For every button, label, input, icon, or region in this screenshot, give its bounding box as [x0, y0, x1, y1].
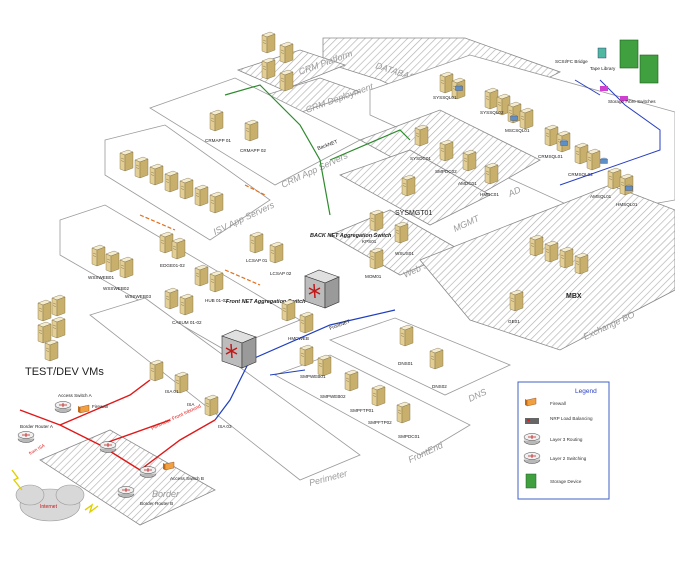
access-switch-a-label: Access Switch A: [58, 393, 93, 398]
border-router-b-icon: [117, 486, 135, 498]
isa1-label: ISA 01: [165, 389, 179, 394]
legend-storage-icon: [525, 473, 537, 489]
frontnet-link-label: FrontNET: [329, 319, 351, 332]
storage-links: [559, 79, 661, 186]
front-net-label: Front NET Aggregation Switch: [226, 299, 306, 305]
zone-border: Border: [39, 429, 216, 526]
border-devices: Border Router A Access Switch A Border R…: [17, 393, 204, 506]
access-switch-b-label: Access Switch B: [170, 476, 204, 481]
zone-left-platform: [59, 204, 301, 351]
firewall-a-icon: [77, 404, 90, 414]
internet-cloud: Internet: [11, 469, 99, 522]
hmsql-label: HMSQL01: [616, 202, 638, 207]
firewall-a-label: Firewall: [92, 404, 108, 409]
sysmgt-label: SYSMGT01: [395, 210, 432, 217]
access-switch-b2-icon: [139, 466, 157, 478]
sysdc-label: SYSDC01: [410, 156, 431, 161]
test-dev-label: TEST/DEV VMs: [25, 366, 104, 378]
from-isa-label: from ISA: [28, 443, 46, 456]
zone-label-mgmt: MGMT: [452, 212, 483, 233]
casum-label: CASUM 01-02: [172, 320, 202, 325]
legend-item-nlb: NRP Load Balancing: [550, 416, 593, 421]
storage-group: SCSI/FC Bridge Tape Library Storage Fibr…: [555, 39, 659, 104]
legend-switch-icon: [523, 452, 541, 464]
tape-library-label: Tape Library: [590, 66, 616, 71]
zone-label-border: Border: [152, 489, 180, 499]
legend-item-storage: Storage Device: [550, 479, 582, 484]
mgmt-links: [139, 184, 266, 286]
back-net-switch: BACK NET Aggregation Switch: [304, 233, 392, 309]
zone-label-dns: DNS: [467, 387, 488, 404]
crmapp02-label: CRMAPP 02: [240, 148, 266, 153]
zone-label-ad: AD: [506, 184, 523, 199]
smpdc2-label: SMPDC02: [435, 169, 457, 174]
smpweb2-label: SMPWEB02: [320, 394, 346, 399]
ams-label: AMSQL01: [590, 194, 612, 199]
border-router-b-label: Border Router B: [140, 501, 173, 506]
smpweb1-label: SMPWEB01: [300, 374, 326, 379]
sql2-label: SYSSQL02: [480, 110, 504, 115]
crmsql1-label: CRMSQL01: [538, 154, 563, 159]
internet-label: Internet: [40, 504, 58, 510]
scsi-bridge-label: SCSI/FC Bridge: [555, 59, 588, 64]
legend-box: Legend Firewall NRP Load Balancing Layer…: [517, 381, 610, 500]
hmcweb-label: HMCWEB: [288, 336, 309, 341]
lcsap1-label: LCSAP 01: [246, 258, 268, 263]
access-switch-a-icon: [54, 401, 72, 413]
legend-item-firewall: Firewall: [550, 401, 566, 406]
sql1-label: SYSSQL01: [433, 95, 457, 100]
ge-label: GE01: [508, 319, 520, 324]
back-net-label: BACK NET Aggregation Switch: [310, 233, 392, 239]
server-groups: CRMAPP 01 CRMAPP 02 WSSWEB01 WSSWEB02 WS…: [88, 31, 638, 439]
legend-item-l2: Layer 2 Switching: [550, 456, 587, 461]
isa3-label: ISA 03: [218, 424, 232, 429]
kps-label: KPS01: [362, 239, 377, 244]
dns1-label: DNS01: [398, 361, 413, 366]
wsus-label: WSUS01: [395, 251, 414, 256]
border-router-a-icon: [17, 431, 35, 443]
edge-label: EDGE01-02: [160, 263, 185, 268]
smpdc-label: SMPDC01: [398, 434, 420, 439]
hub-label: HUB 01-02: [205, 298, 228, 303]
wssweb02-label: WSSWEB02: [103, 286, 129, 291]
isa2-label: ISA: [187, 402, 195, 407]
border-router-a-label: Border Router A: [20, 424, 54, 429]
crmapp01-label: CRMAPP 01: [205, 138, 231, 143]
wssweb01-label: WSSWEB01: [88, 275, 114, 280]
test-dev-group: TEST/DEV VMs: [25, 294, 104, 378]
smpftp1-label: SMPFTP01: [350, 408, 374, 413]
zone-database-main: [369, 54, 675, 216]
hmdc-label: HMDC01: [480, 192, 499, 197]
legend-item-l3: Layer 3 Routing: [550, 437, 583, 442]
front-net-switch: Front NET Aggregation Switch: [221, 299, 306, 369]
legend-router-icon: [523, 433, 541, 445]
wssweb03-label: WSSWEB03: [125, 294, 151, 299]
fibre-switches-label: Storage Fibre Switches: [608, 99, 656, 104]
amdc-label: AMDC01: [458, 181, 477, 186]
lcsap2-label: LCSAP 02: [270, 271, 292, 276]
mbx-label: MBX: [566, 293, 582, 300]
mom-label: MOM01: [365, 274, 382, 279]
msc-label: MSCSQL01: [505, 128, 530, 133]
crmsql2-label: CRMSQL02: [568, 172, 593, 177]
legend-title: Legend: [575, 388, 597, 395]
access-switch-b-icon: [99, 441, 117, 453]
smpftp2-label: SMPFTP02: [368, 420, 392, 425]
dns2-label: DNS02: [432, 384, 447, 389]
perimeter-inbound-label: Perimeter Front Inbound: [150, 403, 202, 431]
legend-load-balancer-icon: [525, 418, 539, 424]
